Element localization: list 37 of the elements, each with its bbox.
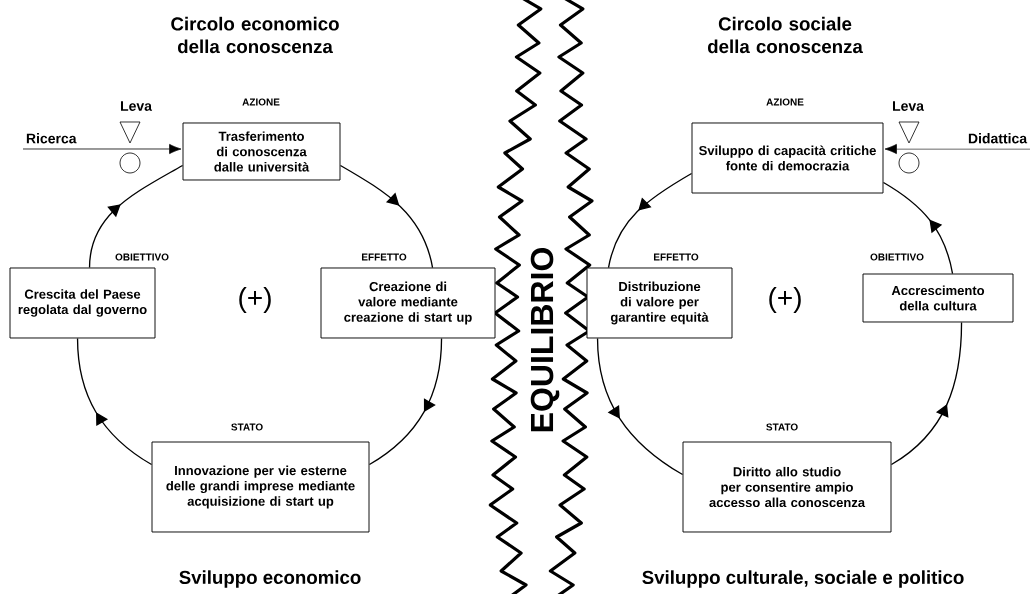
curved-arrow (607, 172, 693, 269)
process-box: Creazione di valore mediante creazione di start up (320, 267, 496, 339)
loop-sign: (+) (239, 286, 271, 314)
curved-arrow (88, 164, 184, 269)
stage-heading: STATO (766, 423, 798, 431)
arrow (884, 144, 1030, 154)
subtitle: Sviluppo economico (179, 570, 361, 588)
side-label: Didattica (968, 133, 1028, 144)
curved-arrow (339, 164, 434, 269)
process-box: Innovazione per vie esterne delle grandi imprese mediante acquisizione di start up (151, 441, 370, 533)
process-box: Sviluppo di capacità critiche fonte di democrazia (691, 122, 884, 194)
vertical-label: EQUILIBRIO (530, 248, 560, 432)
stage-heading: AZIONE (242, 98, 280, 106)
curved-arrow (76, 337, 153, 466)
stage-heading: OBIETTIVO (870, 253, 924, 261)
stage-heading: OBIETTIVO (115, 253, 169, 261)
lever-label: Leva (893, 101, 925, 111)
stage-heading: AZIONE (766, 98, 804, 106)
stage-heading: EFFETTO (654, 253, 699, 261)
process-box: Distribuzione di valore per garantire equità (586, 267, 733, 339)
subtitle: Sviluppo culturale, sociale e politico (642, 570, 964, 588)
lever-label: Leva (121, 101, 153, 111)
process-box: Trasferimento di conoscenza dalle università (182, 122, 341, 181)
title: Circolo economico della conoscenza (171, 16, 339, 54)
title: Circolo sociale della conoscenza (708, 16, 863, 54)
stage-heading: EFFETTO (362, 253, 407, 261)
side-label: Ricerca (26, 133, 77, 144)
process-box: Accrescimento della cultura (862, 273, 1014, 323)
curved-arrow (596, 337, 684, 476)
stage-heading: STATO (231, 423, 263, 431)
curved-arrow (890, 321, 963, 466)
process-box: Diritto allo studio per consentire ampio accesso alla conoscenza (682, 441, 892, 533)
curved-arrow (368, 337, 443, 466)
process-box: Crescita del Paese regolata dal governo (9, 267, 156, 339)
arrow (22, 144, 182, 154)
curved-arrow (882, 181, 954, 275)
loop-sign: (+) (769, 286, 801, 314)
